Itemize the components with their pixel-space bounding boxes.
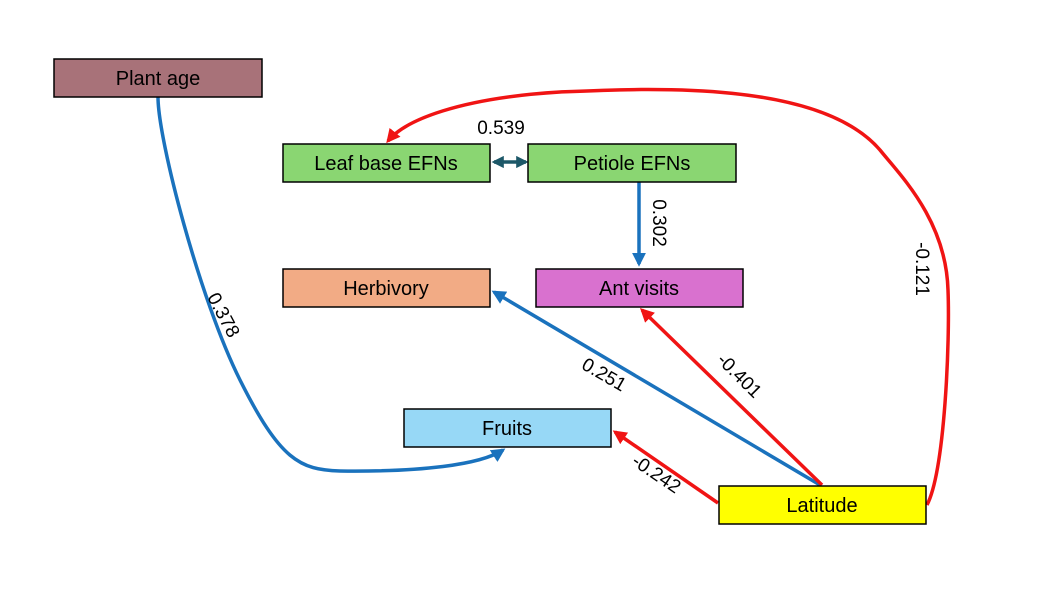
edge-latitude-to-herbivory	[491, 290, 821, 487]
node-plant-age-box	[53, 58, 263, 98]
node-petiole-efns: Petiole EFNs	[527, 143, 737, 183]
node-plant-age-label: Plant age	[116, 68, 201, 90]
node-latitude: Latitude	[718, 485, 927, 525]
edge-label-plant-age-fruits: 0.378	[202, 289, 243, 341]
node-latitude-label: Latitude	[786, 495, 857, 517]
node-latitude-box	[718, 485, 927, 525]
node-plant-age: Plant age	[53, 58, 263, 98]
edge-latitude-to-leaf-base	[386, 87, 951, 506]
edge-label-latitude-ant-visits: -0.401	[712, 350, 765, 403]
node-ant-visits-label: Ant visits	[599, 278, 679, 300]
node-leaf-base-efns: Leaf base EFNs	[282, 143, 491, 183]
edge-label-latitude-leaf-base: -0.121	[911, 242, 932, 296]
edge-label-leaf-base-petiole: 0.539	[477, 118, 525, 139]
edge-latitude-to-ant-visits	[639, 308, 824, 487]
node-fruits: Fruits	[403, 408, 612, 448]
edge-label-petiole-ant-visits: 0.302	[648, 199, 669, 247]
node-herbivory: Herbivory	[282, 268, 491, 308]
edge-label-latitude-fruits: -0.242	[628, 451, 684, 499]
node-fruits-box	[403, 408, 612, 448]
node-fruits-label: Fruits	[482, 418, 532, 440]
node-herbivory-box	[282, 268, 491, 308]
node-leaf-base-efns-box	[282, 143, 491, 183]
edge-label-latitude-herbivory: 0.251	[578, 354, 630, 396]
node-ant-visits-box	[535, 268, 744, 308]
node-ant-visits: Ant visits	[535, 268, 744, 308]
node-leaf-base-efns-label: Leaf base EFNs	[314, 153, 457, 175]
edge-latitude-to-fruits	[612, 430, 719, 505]
node-petiole-efns-label: Petiole EFNs	[574, 153, 691, 175]
edge-plant-age-to-fruits	[156, 96, 506, 473]
node-petiole-efns-box	[527, 143, 737, 183]
node-herbivory-label: Herbivory	[343, 278, 429, 300]
